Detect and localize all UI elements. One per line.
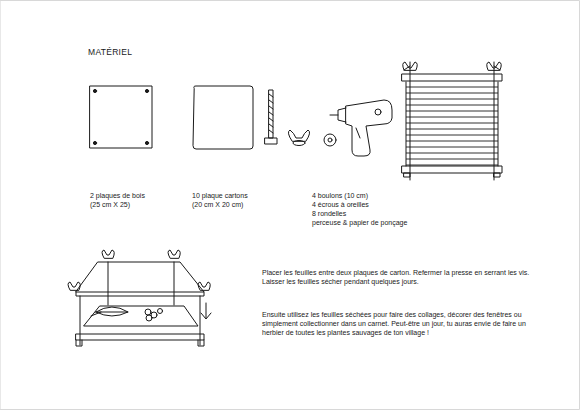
part-label: 10 plaque cartons (20 cm X 20 cm) xyxy=(192,191,258,209)
washer xyxy=(324,134,336,146)
part-label: 4 écrous à oreilles xyxy=(312,200,369,209)
down-arrow xyxy=(201,303,211,319)
part-label: 8 rondelles xyxy=(312,209,346,218)
assembled-press xyxy=(402,62,502,180)
part-label: 2 plaques de bois (25 cm X 25) xyxy=(90,191,154,209)
wing-nut xyxy=(288,130,309,146)
instruction-text: Placer les feuilles entre deux plaques d… xyxy=(262,268,532,286)
wood-plate xyxy=(90,86,152,148)
bolt xyxy=(265,90,277,144)
cardboard-plate xyxy=(193,86,253,149)
heading: MATÉRIEL xyxy=(88,47,132,57)
part-label: perceuse & papier de ponçage xyxy=(312,218,407,227)
drill xyxy=(330,100,392,156)
instruction-text: Ensuite utilisez les feuilles séchées po… xyxy=(262,310,532,337)
part-label: 4 boulons (10 cm) xyxy=(312,191,368,200)
open-press xyxy=(68,250,211,346)
